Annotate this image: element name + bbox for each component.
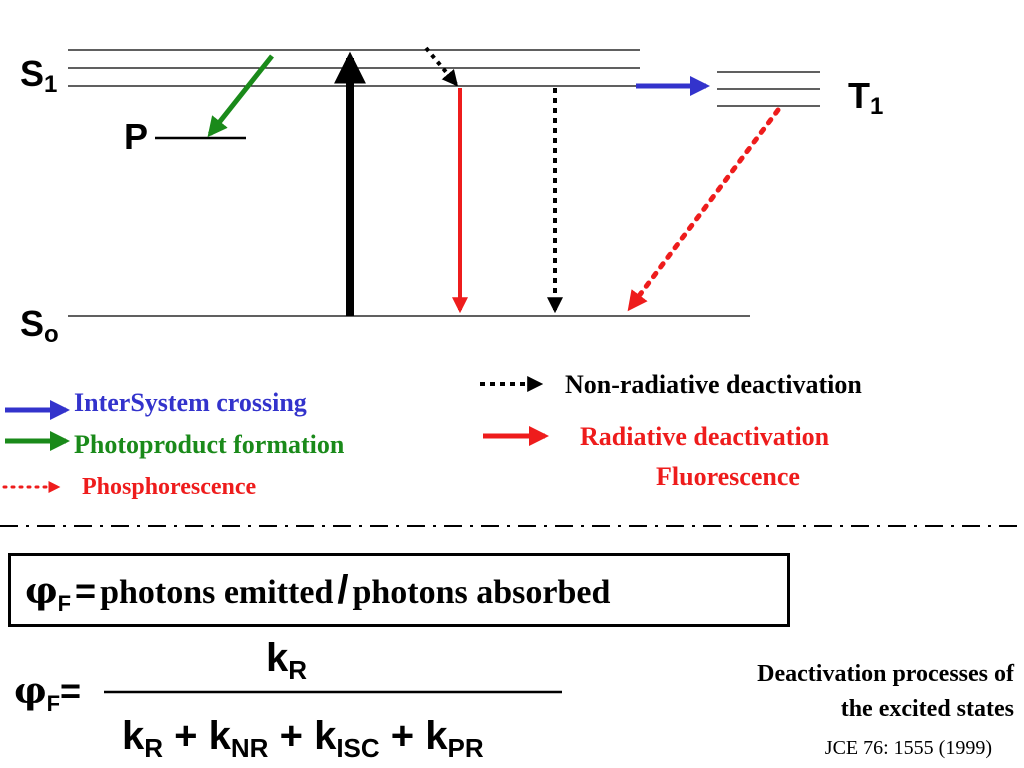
legend-nonradiative-label: Non-radiative deactivation [565, 370, 862, 399]
formula-equals-sign: = [60, 670, 82, 711]
legend-radiative-label: Radiative deactivation [580, 422, 830, 451]
photons-emitted-text: photons emitted [100, 574, 334, 611]
formula-numerator: kR [266, 636, 308, 685]
t1-level-lines [717, 71, 820, 107]
legend-photoproduct-label: Photoproduct formation [74, 430, 345, 459]
photons-absorbed-text: photons absorbed [352, 574, 611, 611]
denominator-term: kISC [314, 714, 380, 763]
denominator-term: kNR [208, 714, 269, 763]
formula-phi-subscript: F [46, 691, 61, 716]
phosphorescence-arrow [627, 107, 781, 312]
legend-isc-label: InterSystem crossing [74, 388, 307, 417]
division-slash: / [337, 568, 349, 612]
formula-lhs: φF= [14, 673, 81, 715]
denominator-term: kR [122, 714, 164, 763]
legend-phosphorescence-label: Phosphorescence [82, 474, 257, 500]
t1-label: T1 [848, 75, 884, 120]
legend-fluorescence-label: Fluorescence [656, 462, 800, 491]
formula-phi-symbol: φ [14, 670, 47, 712]
caption-line-2: the excited states [840, 695, 1014, 722]
vibrational-relaxation-arrow [424, 46, 459, 87]
s1-label: S1 [20, 53, 58, 98]
plus-operator: + [174, 714, 198, 758]
plus-operator: + [279, 714, 303, 758]
phi-symbol: φ [25, 570, 58, 612]
caption: Deactivation processes of the excited st… [757, 657, 1014, 727]
citation: JCE 76: 1555 (1999) [824, 737, 992, 759]
quantum-yield-definition-box: φF = photons emitted / photons absorbed [8, 553, 790, 627]
denominator-term: kPR [425, 714, 484, 763]
caption-line-1: Deactivation processes of [757, 661, 1014, 687]
phi-subscript: F [57, 591, 72, 616]
s0-label: So [20, 303, 59, 348]
equals-sign: = [75, 570, 97, 611]
photoproduct-arrow [207, 54, 274, 138]
plus-operator: + [390, 714, 415, 758]
legend-arrows [2, 376, 549, 493]
p-label: P [124, 116, 149, 157]
formula-denominator: kR + kNR + kISC + kPR [122, 716, 484, 761]
